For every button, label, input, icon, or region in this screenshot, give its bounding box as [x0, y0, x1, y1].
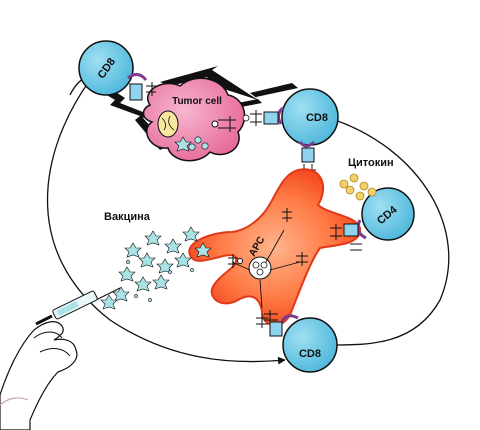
cd8-bottom-label: CD8	[299, 348, 321, 360]
circulation-loop	[46, 79, 286, 365]
t-cell-cd8-top-right: CD8	[242, 88, 339, 174]
vaccine-label: Вакцина	[104, 211, 151, 223]
tumor-cell: Tumor cell	[142, 77, 246, 162]
gloved-hand-icon	[0, 321, 78, 430]
tcr-receptor-icon	[242, 106, 284, 126]
tcr-receptor-icon	[264, 310, 299, 337]
t-cell-cd8-bottom: CD8	[264, 310, 338, 373]
t-cell-cd8-top-left: CD8	[78, 40, 156, 101]
cytokine-dots-icon	[339, 173, 377, 201]
syringe-icon	[35, 287, 121, 326]
vaccine-particles-icon	[100, 226, 212, 310]
circulation-loop-right	[329, 119, 450, 346]
tcr-receptor-icon	[298, 140, 316, 174]
t-cell-cd4: CD4	[330, 187, 415, 251]
apc-internal-lines	[231, 229, 301, 309]
tcr-receptor-icon	[127, 73, 156, 101]
tumor-cell-label: Tumor cell	[172, 96, 222, 107]
tumor-antigen-particles	[174, 136, 209, 152]
tcr-receptor-icon	[330, 219, 367, 251]
apc-dendritic-cell: APC	[188, 168, 362, 328]
cd8-top-right-label: CD8	[306, 112, 328, 124]
mhc-receptor-icon	[211, 116, 236, 132]
mhc-receptor-icon	[228, 208, 308, 328]
cytokine-label: Цитокин	[348, 157, 394, 169]
